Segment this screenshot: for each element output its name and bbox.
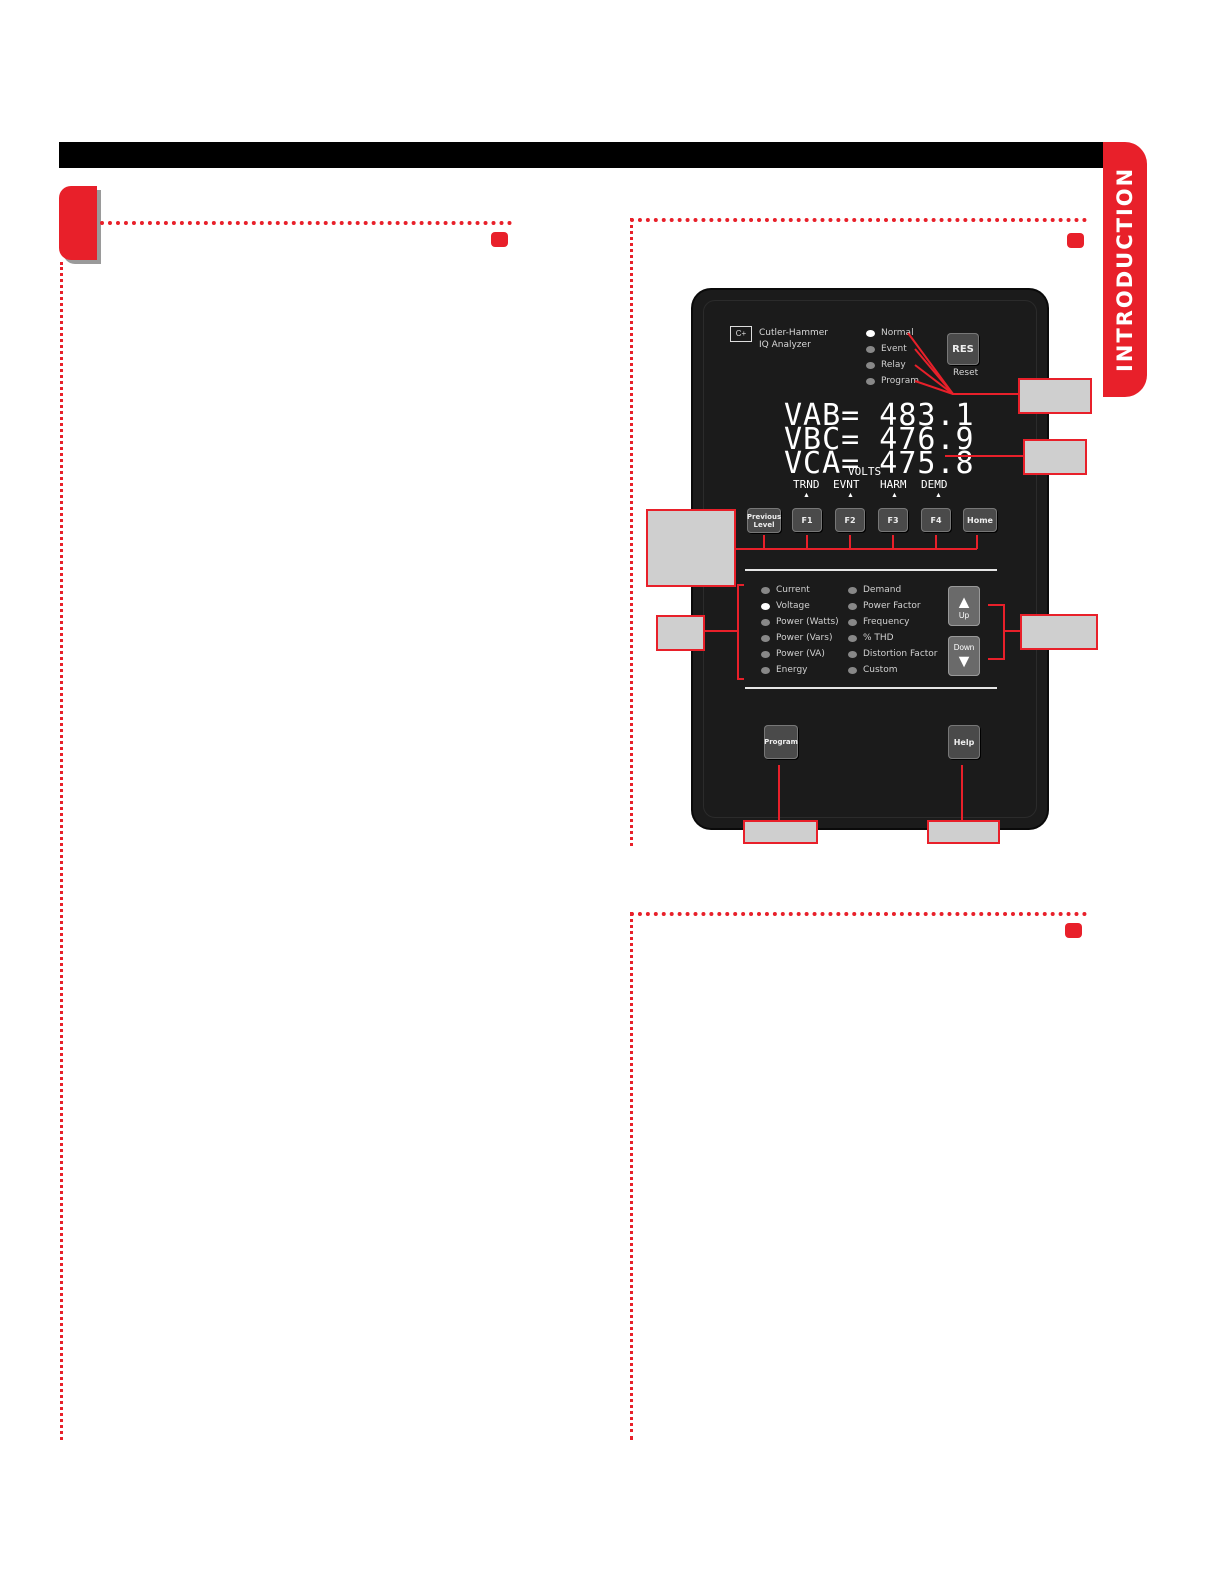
led-icon [761, 586, 770, 594]
previous-level-button[interactable]: Previous Level [747, 508, 781, 533]
f1-button[interactable]: F1 [792, 508, 822, 532]
f3-button[interactable]: F3 [878, 508, 908, 532]
down-arrow-icon: ▼ [955, 650, 973, 671]
left-frame-marker [491, 232, 508, 247]
brand-name: Cutler-Hammer [759, 328, 828, 338]
callout-program-key [743, 820, 818, 844]
led-icon [866, 361, 875, 369]
led-icon [848, 666, 857, 674]
lower-frame-marker [1065, 923, 1082, 938]
up-arrow-icon: ▲ [955, 591, 973, 612]
f4-button[interactable]: F4 [921, 508, 951, 532]
softkey-arrow-icon: ▲ [803, 492, 810, 499]
reset-button[interactable]: RES [947, 333, 979, 365]
header-bar [59, 142, 1103, 168]
led-icon [866, 329, 875, 337]
help-button[interactable]: Help [948, 725, 980, 759]
status-led-relay: Relay [866, 357, 919, 373]
menu-item-demand[interactable]: Demand [848, 582, 938, 598]
menu-item-voltage[interactable]: Voltage [761, 598, 839, 614]
led-icon [761, 634, 770, 642]
led-icon [848, 618, 857, 626]
menu-item-power-va[interactable]: Power (VA) [761, 646, 839, 662]
display-line-vbc: VBC= 476.9 [784, 422, 975, 457]
brand-logo-icon: C+ [730, 326, 752, 342]
f2-button[interactable]: F2 [835, 508, 865, 532]
product-name: IQ Analyzer [759, 340, 811, 350]
menu-item-frequency[interactable]: Frequency [848, 614, 938, 630]
led-icon [761, 618, 770, 626]
display-units: VOLTS [848, 465, 882, 478]
led-icon [848, 634, 857, 642]
lower-frame-top-rule [630, 912, 1087, 916]
led-icon [848, 602, 857, 610]
softkey-label-1: TRND [793, 478, 820, 491]
led-icon [848, 650, 857, 658]
left-frame-top-rule [100, 221, 512, 225]
menu-item-power-factor[interactable]: Power Factor [848, 598, 938, 614]
callout-display [1023, 439, 1087, 475]
display-line-vab: VAB= 483.1 [784, 398, 975, 433]
callout-help-key [927, 820, 1000, 844]
led-icon [866, 345, 875, 353]
softkey-arrow-icon: ▲ [935, 492, 942, 499]
led-icon [866, 377, 875, 385]
callout-scroll-keys [1020, 614, 1098, 650]
home-button[interactable]: Home [963, 508, 997, 532]
status-led-event: Event [866, 341, 919, 357]
softkey-arrow-icon: ▲ [847, 492, 854, 499]
divider [745, 687, 997, 689]
section-tab[interactable]: INTRODUCTION [1103, 142, 1147, 397]
callout-parameter-leds [656, 615, 705, 651]
led-icon [761, 650, 770, 658]
up-button[interactable]: ▲ Up [948, 586, 980, 626]
left-frame-side-rule [60, 262, 63, 1440]
menu-item-energy[interactable]: Energy [761, 662, 839, 678]
status-led-program: Program [866, 373, 919, 389]
menu-item-power-vars[interactable]: Power (Vars) [761, 630, 839, 646]
softkey-label-4: DEMD [921, 478, 948, 491]
display-line-vca: VCA= 475.8 [784, 446, 975, 481]
divider [745, 569, 997, 571]
status-led-normal: Normal [866, 325, 919, 341]
program-button[interactable]: Program [764, 725, 798, 759]
reset-caption: Reset [953, 368, 979, 378]
led-icon [761, 666, 770, 674]
callout-status-leds [1018, 378, 1092, 414]
led-icon [848, 586, 857, 594]
led-icon [761, 602, 770, 610]
parameter-menu-left: Current Voltage Power (Watts) Power (Var… [761, 582, 839, 678]
menu-item-thd[interactable]: % THD [848, 630, 938, 646]
figure-frame-marker [1067, 233, 1084, 248]
softkey-arrow-icon: ▲ [891, 492, 898, 499]
down-button[interactable]: Down ▼ [948, 636, 980, 676]
callout-function-keys [646, 509, 736, 587]
parameter-menu-right: Demand Power Factor Frequency % THD Dist… [848, 582, 938, 678]
menu-item-current[interactable]: Current [761, 582, 839, 598]
softkey-label-2: EVNT [833, 478, 860, 491]
lower-frame-side-rule [630, 912, 633, 1440]
menu-item-distortion-factor[interactable]: Distortion Factor [848, 646, 938, 662]
menu-item-power-watts[interactable]: Power (Watts) [761, 614, 839, 630]
softkey-label-3: HARM [880, 478, 907, 491]
figure-frame-side-rule [630, 218, 633, 846]
status-indicators: Normal Event Relay Program [866, 325, 919, 389]
section-marker [59, 186, 97, 260]
figure-frame-top-rule [630, 218, 1087, 222]
menu-item-custom[interactable]: Custom [848, 662, 938, 678]
